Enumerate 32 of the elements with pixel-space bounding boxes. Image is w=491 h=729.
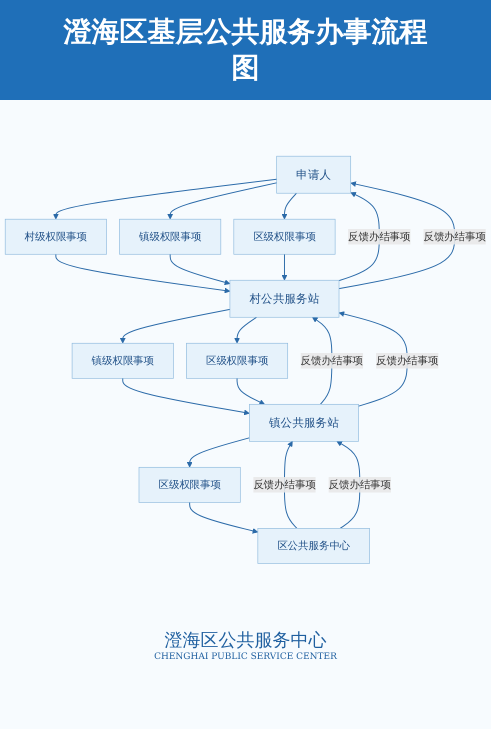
arrow (167, 182, 278, 220)
arrow (282, 254, 288, 281)
diagram-title: 澄海区基层公共服务办事流程图 (62, 14, 428, 86)
arrow (234, 316, 258, 344)
node-box: 区级权限事项 (138, 467, 241, 503)
organization-name-english: CHENGHAI PUBLIC SERVICE CENTER (153, 652, 338, 662)
organization-name: 澄海区公共服务中心 (164, 629, 328, 652)
node-box: 村级权限事项 (4, 219, 107, 255)
edge-label: 反馈办结事项 (348, 230, 410, 243)
arrow (53, 178, 278, 220)
edge-label: 反馈办结事项 (300, 354, 364, 367)
edge-label: 反馈办结事项 (423, 230, 486, 243)
node-box: 区级权限事项 (233, 219, 336, 255)
node-box: 申请人 (276, 156, 352, 194)
edge-label: 反馈办结事项 (328, 478, 391, 491)
arrow (189, 502, 258, 534)
node-box: 村公共服务站 (230, 280, 340, 318)
node-box: 镇公共服务站 (249, 404, 359, 442)
edge-label: 反馈办结事项 (253, 478, 316, 491)
arrow (170, 254, 230, 286)
arrow (122, 378, 250, 416)
arrow (338, 311, 408, 407)
node-box: 镇级权限事项 (119, 219, 222, 255)
node-box: 区公共服务中心 (258, 528, 370, 564)
node-box: 区级权限事项 (186, 343, 288, 379)
arrow (120, 309, 230, 344)
arrow (282, 192, 297, 220)
node-box: 镇级权限事项 (72, 343, 174, 379)
arrow (186, 438, 250, 468)
edge-label: 反馈办结事项 (376, 354, 438, 367)
arrow (236, 378, 265, 405)
arrow (55, 254, 230, 294)
